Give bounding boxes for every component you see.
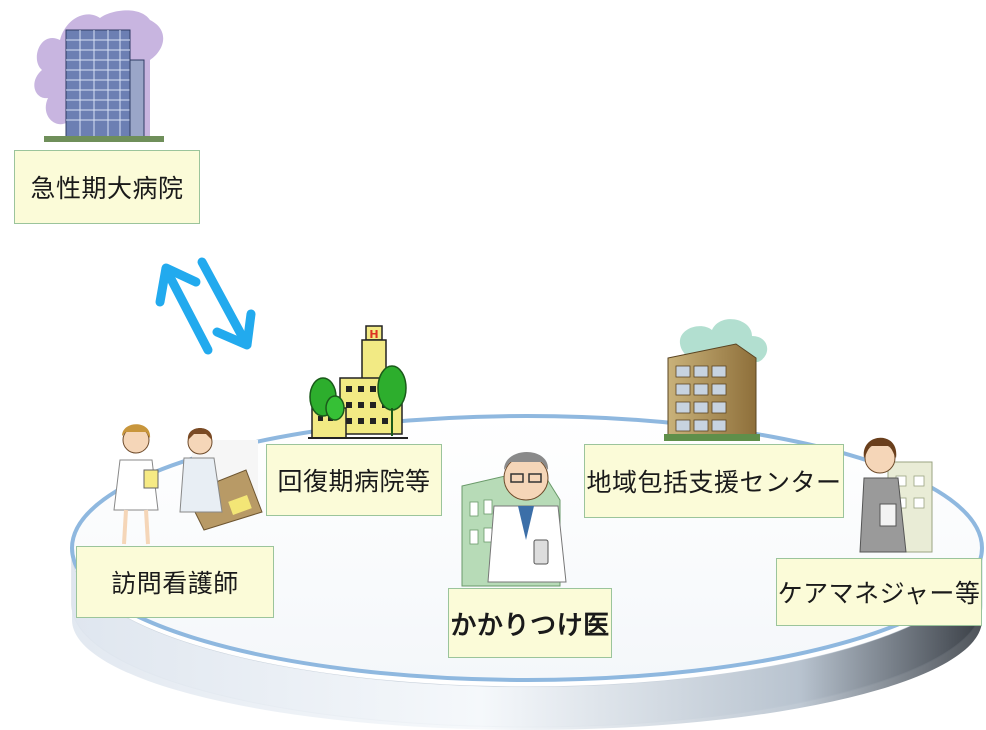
node-recovery-hospital: 回復期病院等 xyxy=(266,444,442,516)
nurse-and-caregiver-icon xyxy=(113,424,263,545)
node-family-doctor: かかりつけ医 xyxy=(448,588,612,658)
node-family-doctor-label: かかりつけ医 xyxy=(450,610,610,641)
node-community-center: 地域包括支援センター xyxy=(584,444,844,518)
node-recovery-hospital-label: 回復期病院等 xyxy=(277,467,431,496)
bidirectional-arrows xyxy=(155,257,256,355)
community-center-building-icon xyxy=(664,319,768,441)
arrow-down-icon xyxy=(197,257,256,350)
node-acute-hospital: 急性期大病院 xyxy=(14,150,200,224)
node-care-manager: ケアマネジャー等 xyxy=(776,558,982,626)
node-acute-hospital-label: 急性期大病院 xyxy=(30,174,184,203)
svg-text:H: H xyxy=(369,328,378,341)
care-manager-woman-icon xyxy=(859,437,933,553)
hospital-with-trees-icon: H xyxy=(308,325,408,439)
node-visiting-nurse: 訪問看護師 xyxy=(76,546,274,618)
high-rise-hospital-icon xyxy=(34,10,164,142)
node-community-center-label: 地域包括支援センター xyxy=(586,468,842,497)
doctor-icon xyxy=(461,452,567,587)
node-care-manager-label: ケアマネジャー等 xyxy=(777,579,981,608)
node-visiting-nurse-label: 訪問看護師 xyxy=(111,569,239,598)
arrow-up-icon xyxy=(155,263,213,355)
